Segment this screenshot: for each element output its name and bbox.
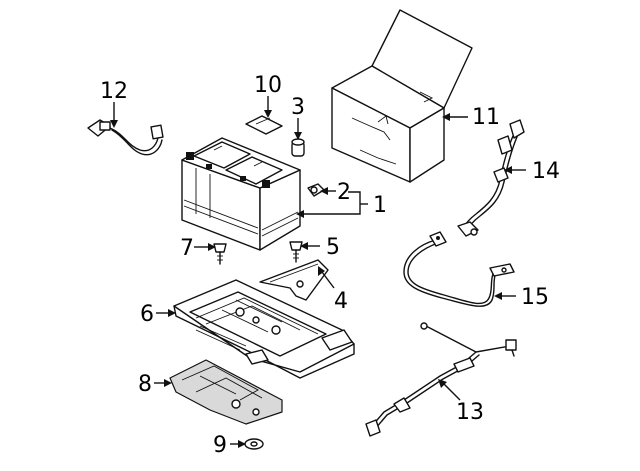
callout-15: 15 (521, 285, 549, 310)
callout-11: 11 (472, 105, 500, 130)
main-harness-cable (365, 322, 517, 437)
terminal-cap (307, 183, 325, 197)
vent-plug (291, 138, 305, 157)
callout-13: 13 (456, 400, 484, 425)
callout-14: 14 (532, 159, 560, 184)
label-sticker (245, 115, 283, 135)
callout-9: 9 (213, 433, 227, 458)
positive-cable (457, 119, 525, 237)
callout-1: 1 (373, 193, 387, 218)
battery-tray (173, 279, 355, 379)
callout-4: 4 (334, 289, 348, 314)
callout-7: 7 (180, 236, 194, 261)
callout-6: 6 (140, 302, 154, 327)
callout-8: 8 (138, 372, 152, 397)
ground-cable (403, 231, 515, 307)
callout-5: 5 (326, 235, 340, 260)
callout-labels: 12 10 3 11 14 2 1 7 5 4 15 6 8 13 9 (100, 73, 560, 458)
battery (181, 137, 301, 251)
washer (244, 438, 264, 450)
support-bracket (169, 359, 283, 425)
bolt-right (289, 241, 303, 263)
battery-cover-box (331, 9, 473, 183)
callout-2: 2 (337, 180, 351, 205)
bolt-left (213, 243, 227, 265)
callout-10: 10 (254, 73, 282, 98)
battery-sensor-harness (87, 119, 164, 156)
leader-lines (110, 96, 526, 448)
callout-12: 12 (100, 79, 128, 104)
hold-down-bracket (259, 259, 329, 301)
callout-3: 3 (291, 95, 305, 120)
